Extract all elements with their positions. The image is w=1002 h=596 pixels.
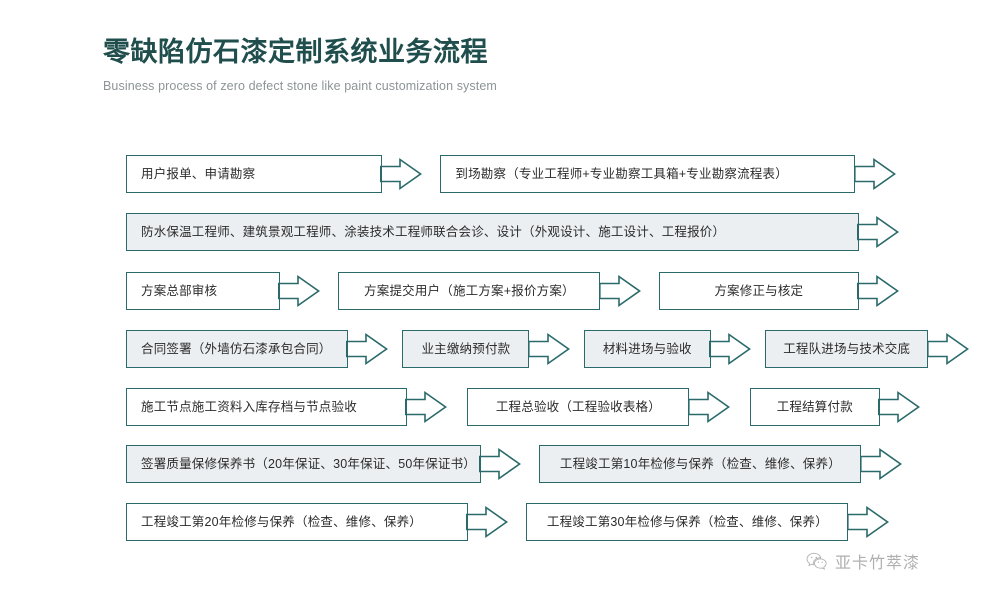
flow-node[interactable]: 方案总部审核 xyxy=(126,272,321,310)
flow-node[interactable]: 业主缴纳预付款 xyxy=(402,330,570,368)
flow-arrow-right-icon xyxy=(479,445,522,483)
watermark: 亚卡竹萃漆 xyxy=(806,549,920,573)
flow-step-box[interactable]: 工程竣工第20年检修与保养（检查、维修、保养） xyxy=(126,503,468,541)
flow-node[interactable]: 签署质量保修保养书（20年保证、30年保证、50年保证书） xyxy=(126,445,522,483)
flow-node[interactable]: 工程结算付款 xyxy=(749,388,921,426)
flow-node[interactable]: 施工节点施工资料入库存档与节点验收 xyxy=(126,388,448,426)
flow-arrow-right-icon xyxy=(527,330,570,368)
flow-step-label: 方案修正与核定 xyxy=(714,283,804,298)
flow-step-box[interactable]: 业主缴纳预付款 xyxy=(402,330,530,368)
flow-step-box[interactable]: 签署质量保修保养书（20年保证、30年保证、50年保证书） xyxy=(126,445,481,483)
flow-arrow-right-icon xyxy=(278,272,321,310)
flow-step-box[interactable]: 材料进场与验收 xyxy=(583,330,711,368)
flow-row: 合同签署（外墙仿石漆承包合同） 业主缴纳预付款 材料进场与验收 工程队进场与技术… xyxy=(126,330,969,368)
flow-step-box[interactable]: 施工节点施工资料入库存档与节点验收 xyxy=(126,388,407,426)
flow-step-box[interactable]: 工程结算付款 xyxy=(749,388,880,426)
flow-row: 方案总部审核 方案提交用户（施工方案+报价方案） 方案修正与核定 xyxy=(126,272,900,310)
flow-node[interactable]: 方案提交用户（施工方案+报价方案） xyxy=(338,272,641,310)
flow-arrow-right-icon xyxy=(857,272,900,310)
flow-arrow-right-icon xyxy=(857,213,900,251)
flow-arrow-right-icon xyxy=(380,155,423,193)
flow-step-label: 工程竣工第30年检修与保养（检查、维修、保养） xyxy=(546,514,828,529)
flow-step-box[interactable]: 防水保温工程师、建筑景观工程师、涂装技术工程师联合会诊、设计（外观设计、施工设计… xyxy=(126,213,859,251)
page-header: 零缺陷仿石漆定制系统业务流程 Business process of zero … xyxy=(103,36,497,93)
flow-arrow-right-icon xyxy=(859,445,902,483)
flow-row: 施工节点施工资料入库存档与节点验收 工程总验收（工程验收表格） 工程结算付款 xyxy=(126,388,921,426)
watermark-text: 亚卡竹萃漆 xyxy=(835,555,921,572)
flow-step-box[interactable]: 方案修正与核定 xyxy=(658,272,859,310)
flow-node[interactable]: 合同签署（外墙仿石漆承包合同） xyxy=(126,330,389,368)
flow-node[interactable]: 工程队进场与技术交底 xyxy=(765,330,969,368)
flow-step-label: 工程竣工第10年检修与保养（检查、维修、保养） xyxy=(559,456,841,471)
flow-node[interactable]: 材料进场与验收 xyxy=(583,330,752,368)
flow-node[interactable]: 工程竣工第30年检修与保养（检查、维修、保养） xyxy=(526,503,889,541)
flow-step-label: 方案提交用户（施工方案+报价方案） xyxy=(364,283,575,298)
flow-arrow-right-icon xyxy=(346,330,389,368)
flow-node[interactable]: 防水保温工程师、建筑景观工程师、涂装技术工程师联合会诊、设计（外观设计、施工设计… xyxy=(126,213,900,251)
flow-arrow-right-icon xyxy=(687,388,730,426)
flow-node[interactable]: 工程竣工第10年检修与保养（检查、维修、保养） xyxy=(539,445,902,483)
flow-node[interactable]: 工程竣工第20年检修与保养（检查、维修、保养） xyxy=(126,503,509,541)
flow-arrow-right-icon xyxy=(846,503,889,541)
flow-step-label: 合同签署（外墙仿石漆承包合同） xyxy=(141,341,332,356)
flow-step-label: 工程总验收（工程验收表格） xyxy=(495,399,661,414)
flow-row: 工程竣工第20年检修与保养（检查、维修、保养） 工程竣工第30年检修与保养（检查… xyxy=(126,503,889,541)
flow-step-box[interactable]: 合同签署（外墙仿石漆承包合同） xyxy=(126,330,348,368)
flow-arrow-right-icon xyxy=(405,388,448,426)
flow-row: 签署质量保修保养书（20年保证、30年保证、50年保证书） 工程竣工第10年检修… xyxy=(126,445,902,483)
flow-arrow-right-icon xyxy=(709,330,752,368)
page-title: 零缺陷仿石漆定制系统业务流程 xyxy=(103,37,488,67)
flow-arrow-right-icon xyxy=(926,330,969,368)
flow-step-label: 施工节点施工资料入库存档与节点验收 xyxy=(141,399,357,414)
flow-arrow-right-icon xyxy=(853,155,896,193)
flow-step-label: 防水保温工程师、建筑景观工程师、涂装技术工程师联合会诊、设计（外观设计、施工设计… xyxy=(141,224,726,239)
flow-arrow-right-icon xyxy=(466,503,509,541)
flow-step-box[interactable]: 工程竣工第10年检修与保养（检查、维修、保养） xyxy=(539,445,862,483)
flow-step-label: 工程队进场与技术交底 xyxy=(783,341,911,356)
flow-step-label: 材料进场与验收 xyxy=(602,341,692,356)
flow-row: 用户报单、申请勘察 到场勘察（专业工程师+专业勘察工具箱+专业勘察流程表） xyxy=(126,155,896,193)
flow-step-box[interactable]: 方案提交用户（施工方案+报价方案） xyxy=(338,272,601,310)
flow-node[interactable]: 方案修正与核定 xyxy=(658,272,900,310)
flow-step-box[interactable]: 工程竣工第30年检修与保养（检查、维修、保养） xyxy=(526,503,849,541)
flow-step-label: 用户报单、申请勘察 xyxy=(141,166,256,181)
flow-step-label: 工程竣工第20年检修与保养（检查、维修、保养） xyxy=(141,514,423,529)
flow-arrow-right-icon xyxy=(878,388,921,426)
flow-step-label: 到场勘察（专业工程师+专业勘察工具箱+专业勘察流程表） xyxy=(455,166,788,181)
flow-node[interactable]: 工程总验收（工程验收表格） xyxy=(467,388,730,426)
flow-step-box[interactable]: 工程总验收（工程验收表格） xyxy=(467,388,690,426)
flow-node[interactable]: 到场勘察（专业工程师+专业勘察工具箱+专业勘察流程表） xyxy=(440,155,896,193)
flow-step-box[interactable]: 方案总部审核 xyxy=(126,272,280,310)
flow-step-label: 工程结算付款 xyxy=(776,399,853,414)
flow-step-label: 签署质量保修保养书（20年保证、30年保证、50年保证书） xyxy=(141,456,477,471)
flow-step-box[interactable]: 到场勘察（专业工程师+专业勘察工具箱+专业勘察流程表） xyxy=(440,155,856,193)
wechat-icon xyxy=(806,551,828,571)
flow-row: 防水保温工程师、建筑景观工程师、涂装技术工程师联合会诊、设计（外观设计、施工设计… xyxy=(126,213,900,251)
page-subtitle: Business process of zero defect stone li… xyxy=(103,78,497,93)
flow-step-box[interactable]: 工程队进场与技术交底 xyxy=(765,330,929,368)
flow-step-label: 方案总部审核 xyxy=(141,283,218,298)
flow-step-label: 业主缴纳预付款 xyxy=(421,341,511,356)
flow-step-box[interactable]: 用户报单、申请勘察 xyxy=(126,155,382,193)
flow-node[interactable]: 用户报单、申请勘察 xyxy=(126,155,423,193)
flow-arrow-right-icon xyxy=(598,272,641,310)
